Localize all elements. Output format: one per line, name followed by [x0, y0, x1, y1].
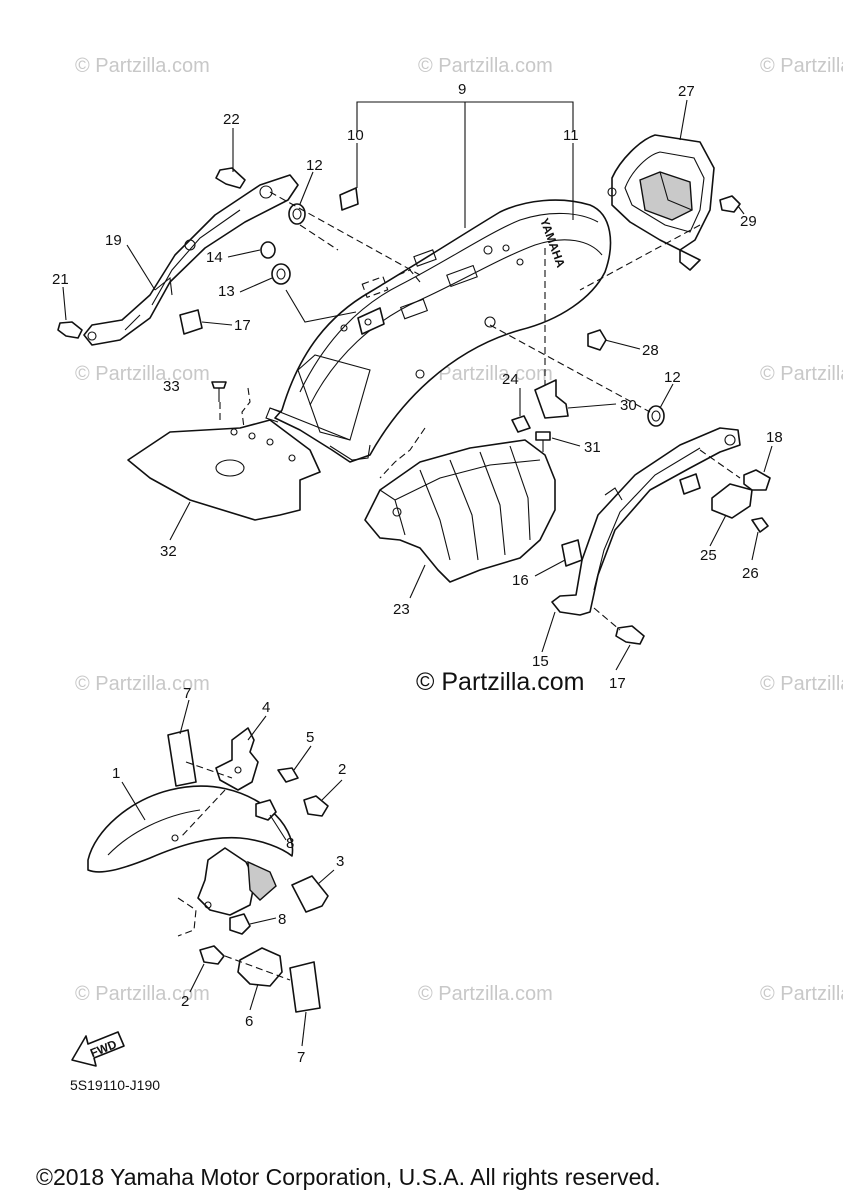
callout-1: 1 — [112, 765, 120, 782]
callout-30: 30 — [620, 397, 637, 414]
fwd-label: FWD — [88, 1037, 119, 1060]
callout-14: 14 — [206, 249, 223, 266]
assembly-lines-front — [177, 761, 291, 981]
right-stay — [551, 427, 741, 616]
callout-12: 12 — [306, 157, 323, 174]
group-bracket-9 — [356, 101, 574, 228]
callout-19: 19 — [105, 232, 122, 249]
watermark: © Partzilla.com — [418, 55, 553, 77]
callout-9: 9 — [458, 81, 466, 98]
callout-8: 8 — [286, 835, 294, 852]
main-watermark: © Partzilla.com — [416, 668, 584, 696]
callout-17: 17 — [609, 675, 626, 692]
watermark: © Partzilla.com — [75, 673, 210, 695]
fwd-arrow: FWD — [71, 1031, 125, 1067]
callout-25: 25 — [700, 547, 717, 564]
watermark: © Partzilla.com — [760, 55, 843, 77]
callout-13: 13 — [218, 283, 235, 300]
callout-31: 31 — [584, 439, 601, 456]
front-fender — [87, 785, 294, 873]
callout-15: 15 — [532, 653, 549, 670]
callout-5: 5 — [306, 729, 314, 746]
left-stay — [83, 174, 299, 346]
callout-28: 28 — [642, 342, 659, 359]
callout-20: 17 — [234, 317, 251, 334]
callout-2: 2 — [338, 761, 346, 778]
assembly-lines-rear — [219, 191, 741, 631]
rear-fender: YAMAHA — [265, 187, 612, 463]
watermarks: © Partzilla.com © Partzilla.com © Partzi… — [75, 55, 843, 1005]
callout-32: 32 — [160, 543, 177, 560]
callouts: 9 10 11 22 12 27 19 14 13 17 21 29 28 33… — [52, 81, 783, 1066]
front-fender-brackets — [197, 727, 283, 987]
callout-2b: 2 — [181, 993, 189, 1010]
diagram-code: 5S19110-J190 — [70, 1077, 160, 1093]
callout-26: 26 — [742, 565, 759, 582]
callout-8b: 8 — [278, 911, 286, 928]
callout-7: 7 — [183, 685, 191, 702]
callout-22: 22 — [223, 111, 240, 128]
mud-flap — [127, 419, 321, 521]
callout-29: 29 — [740, 213, 757, 230]
callout-21: 21 — [52, 271, 69, 288]
front-hardware — [167, 729, 329, 1013]
callout-16: 16 — [512, 572, 529, 589]
watermark: © Partzilla.com — [760, 983, 843, 1005]
watermark: © Partzilla.com — [75, 363, 210, 385]
watermark: © Partzilla.com — [760, 363, 843, 385]
callout-6: 6 — [245, 1013, 253, 1030]
callout-23: 23 — [393, 601, 410, 618]
tail-light — [607, 134, 715, 271]
watermark: © Partzilla.com — [75, 55, 210, 77]
callout-3: 3 — [336, 853, 344, 870]
inner-fender — [364, 439, 556, 583]
callout-10: 10 — [347, 127, 364, 144]
rear-hardware — [57, 167, 771, 645]
callout-24: 24 — [502, 371, 519, 388]
callout-4: 4 — [262, 699, 270, 716]
watermark: © Partzilla.com — [760, 673, 843, 695]
callout-18: 18 — [766, 429, 783, 446]
callout-33: 33 — [163, 378, 180, 395]
leader-lines — [62, 99, 773, 1047]
watermark: © Partzilla.com — [418, 983, 553, 1005]
callout-11: 11 — [563, 127, 579, 144]
callout-27: 27 — [678, 83, 695, 100]
callout-7b: 7 — [297, 1049, 305, 1066]
callout-12b: 12 — [664, 369, 681, 386]
watermark: © Partzilla.com — [75, 983, 210, 1005]
watermark: © Partzilla.com — [418, 363, 553, 385]
copyright-text: ©2018 Yamaha Motor Corporation, U.S.A. A… — [36, 1164, 661, 1190]
